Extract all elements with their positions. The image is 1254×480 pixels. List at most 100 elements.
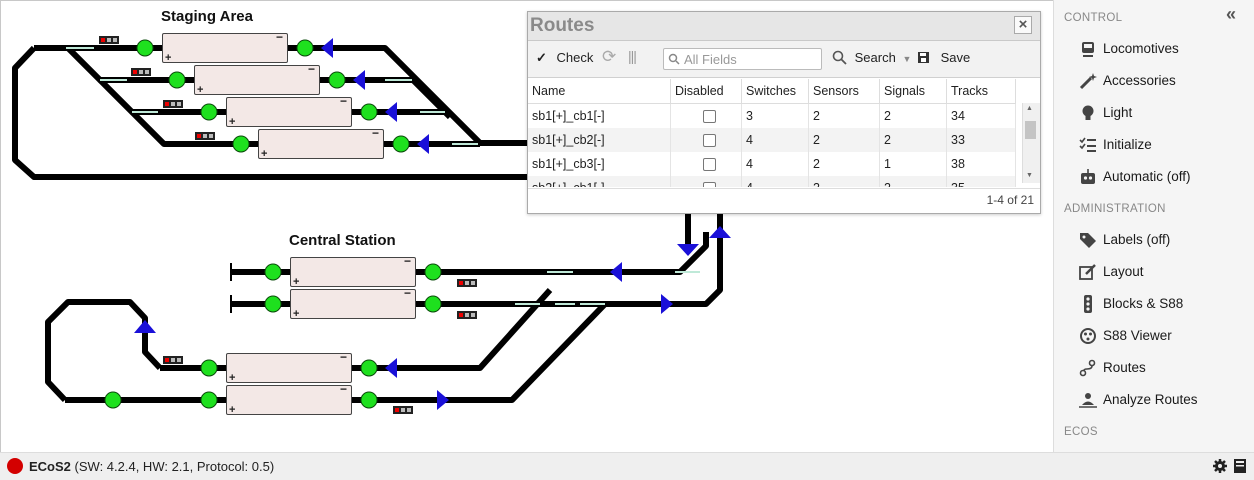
sidebar-item-label: Routes: [1103, 360, 1146, 375]
block-minus: −: [403, 286, 411, 300]
traffic-light-icon: [1084, 295, 1092, 313]
columns-icon[interactable]: |||: [628, 48, 637, 64]
column-header[interactable]: Signals: [879, 79, 947, 104]
magic-wand-icon: [1079, 73, 1097, 90]
sensor: [392, 135, 410, 153]
scroll-down-icon[interactable]: ▼: [1026, 172, 1033, 179]
table-row[interactable]: sb2[+]_cb1[-] 4 2 2 35: [528, 176, 1016, 187]
block-plus: +: [197, 84, 204, 96]
connection-status-icon: [7, 458, 23, 474]
block-minus: −: [307, 62, 315, 76]
close-button[interactable]: ×: [1014, 16, 1032, 34]
sidebar-item-label: Initialize: [1103, 137, 1152, 152]
disabled-checkbox[interactable]: [703, 157, 716, 171]
column-header[interactable]: Switches: [741, 79, 809, 104]
table-row[interactable]: sb1[+]_cb1[-] 3 2 2 34: [528, 103, 1016, 128]
disabled-checkbox[interactable]: [703, 181, 716, 187]
block-central-3[interactable]: −+: [226, 350, 352, 384]
column-header[interactable]: Sensors: [808, 79, 880, 104]
gear-icon[interactable]: [1212, 458, 1228, 474]
table-row[interactable]: sb1[+]_cb2[-] 4 2 2 33: [528, 128, 1016, 152]
block-central-2[interactable]: −+: [290, 286, 416, 320]
device-status: ECoS2 (SW: 4.2.4, HW: 2.1, Protocol: 0.5…: [29, 459, 274, 474]
sensor: [360, 391, 378, 409]
block-central-4[interactable]: −+: [226, 382, 352, 416]
sidebar-item-label: Blocks & S88: [1103, 296, 1184, 311]
block-staging-1[interactable]: −+: [162, 30, 288, 64]
search-button[interactable]: Search ▼: [832, 50, 911, 65]
signal-arrow: [385, 358, 397, 378]
sidebar-item-label: Automatic (off): [1103, 169, 1191, 184]
refresh-icon[interactable]: ⟳: [602, 47, 617, 66]
block-minus: −: [339, 350, 347, 364]
device-info: (SW: 4.2.4, HW: 2.1, Protocol: 0.5): [74, 459, 275, 474]
section-ecos-title: ECOS: [1064, 426, 1098, 438]
switches-cell: 4: [741, 152, 809, 176]
block-staging-4[interactable]: −+: [258, 126, 384, 160]
book-icon[interactable]: [1233, 458, 1247, 474]
block-minus: −: [339, 94, 347, 108]
table-row[interactable]: sb1[+]_cb3[-] 4 2 1 38: [528, 152, 1016, 176]
check-label: Check: [556, 50, 594, 65]
sensor: [136, 39, 154, 57]
device-name: ECoS2: [29, 459, 71, 474]
sensor: [296, 39, 314, 57]
robot-icon: [1081, 169, 1095, 184]
search-placeholder: All Fields: [684, 52, 737, 67]
search-input[interactable]: All Fields: [663, 48, 822, 70]
save-button[interactable]: Save: [918, 50, 970, 65]
analyze-icon: [1079, 393, 1097, 408]
edit-icon: [1079, 264, 1096, 280]
sensor: [200, 103, 218, 121]
track-layout[interactable]: Staging Area Central Station −+ −+ −+ −+…: [0, 0, 1053, 452]
block-minus: −: [371, 126, 379, 140]
signal-arrow: [417, 134, 429, 154]
vertical-scrollbar[interactable]: ▲ ▼: [1022, 103, 1040, 183]
disabled-checkbox[interactable]: [703, 109, 716, 123]
sensor: [104, 391, 122, 409]
window-header[interactable]: Routes ×: [528, 12, 1040, 41]
sensor: [424, 263, 442, 281]
route-icon: [1079, 359, 1096, 377]
disabled-checkbox[interactable]: [703, 133, 716, 147]
save-label: Save: [940, 50, 971, 65]
signal-arrow: [677, 244, 699, 256]
central-station-title: Central Station: [289, 232, 396, 249]
signal-arrow: [709, 226, 731, 238]
checklist-icon: [1079, 137, 1096, 152]
block-staging-2[interactable]: −+: [194, 62, 320, 96]
column-header[interactable]: Tracks: [946, 79, 1016, 104]
switches-cell: 4: [741, 128, 809, 152]
sensor: [360, 359, 378, 377]
search-icon: [832, 50, 847, 65]
sidebar-item-label: S88 Viewer: [1103, 328, 1172, 343]
block-central-1[interactable]: −+: [290, 254, 416, 288]
search-label: Search: [854, 50, 896, 65]
route-name: sb1[+]_cb1[-]: [528, 103, 671, 128]
sidebar-item-label: Analyze Routes: [1103, 392, 1198, 407]
collapse-sidebar-button[interactable]: «: [1226, 4, 1237, 24]
scroll-up-icon[interactable]: ▲: [1026, 105, 1033, 112]
sensor: [232, 135, 250, 153]
search-icon: [668, 53, 680, 65]
block-staging-3[interactable]: −+: [226, 94, 352, 128]
block-plus: +: [293, 276, 300, 288]
signal-arrow: [437, 390, 449, 410]
scrollbar-thumb[interactable]: [1025, 121, 1036, 139]
column-header[interactable]: Name: [528, 79, 671, 104]
routes-toolbar: ✓ Check ⟳ ||| All Fields Search ▼ Save: [528, 41, 1040, 78]
signal-arrow: [353, 70, 365, 90]
block-plus: +: [165, 52, 172, 64]
route-name: sb1[+]_cb2[-]: [528, 128, 671, 152]
block-plus: +: [229, 372, 236, 384]
routes-window[interactable]: Routes × ✓ Check ⟳ ||| All Fields Search…: [527, 11, 1041, 214]
column-header[interactable]: Disabled: [670, 79, 742, 104]
sensor: [360, 103, 378, 121]
sidebar-item-label: Accessories: [1103, 73, 1176, 88]
table-header-row: Name Disabled Switches Sensors Signals T…: [528, 79, 1016, 104]
tracks-cell: 34: [946, 103, 1016, 128]
sensor: [200, 359, 218, 377]
sidebar-item-label: Locomotives: [1103, 41, 1179, 56]
sensor: [264, 263, 282, 281]
check-button[interactable]: ✓ Check: [536, 50, 593, 66]
